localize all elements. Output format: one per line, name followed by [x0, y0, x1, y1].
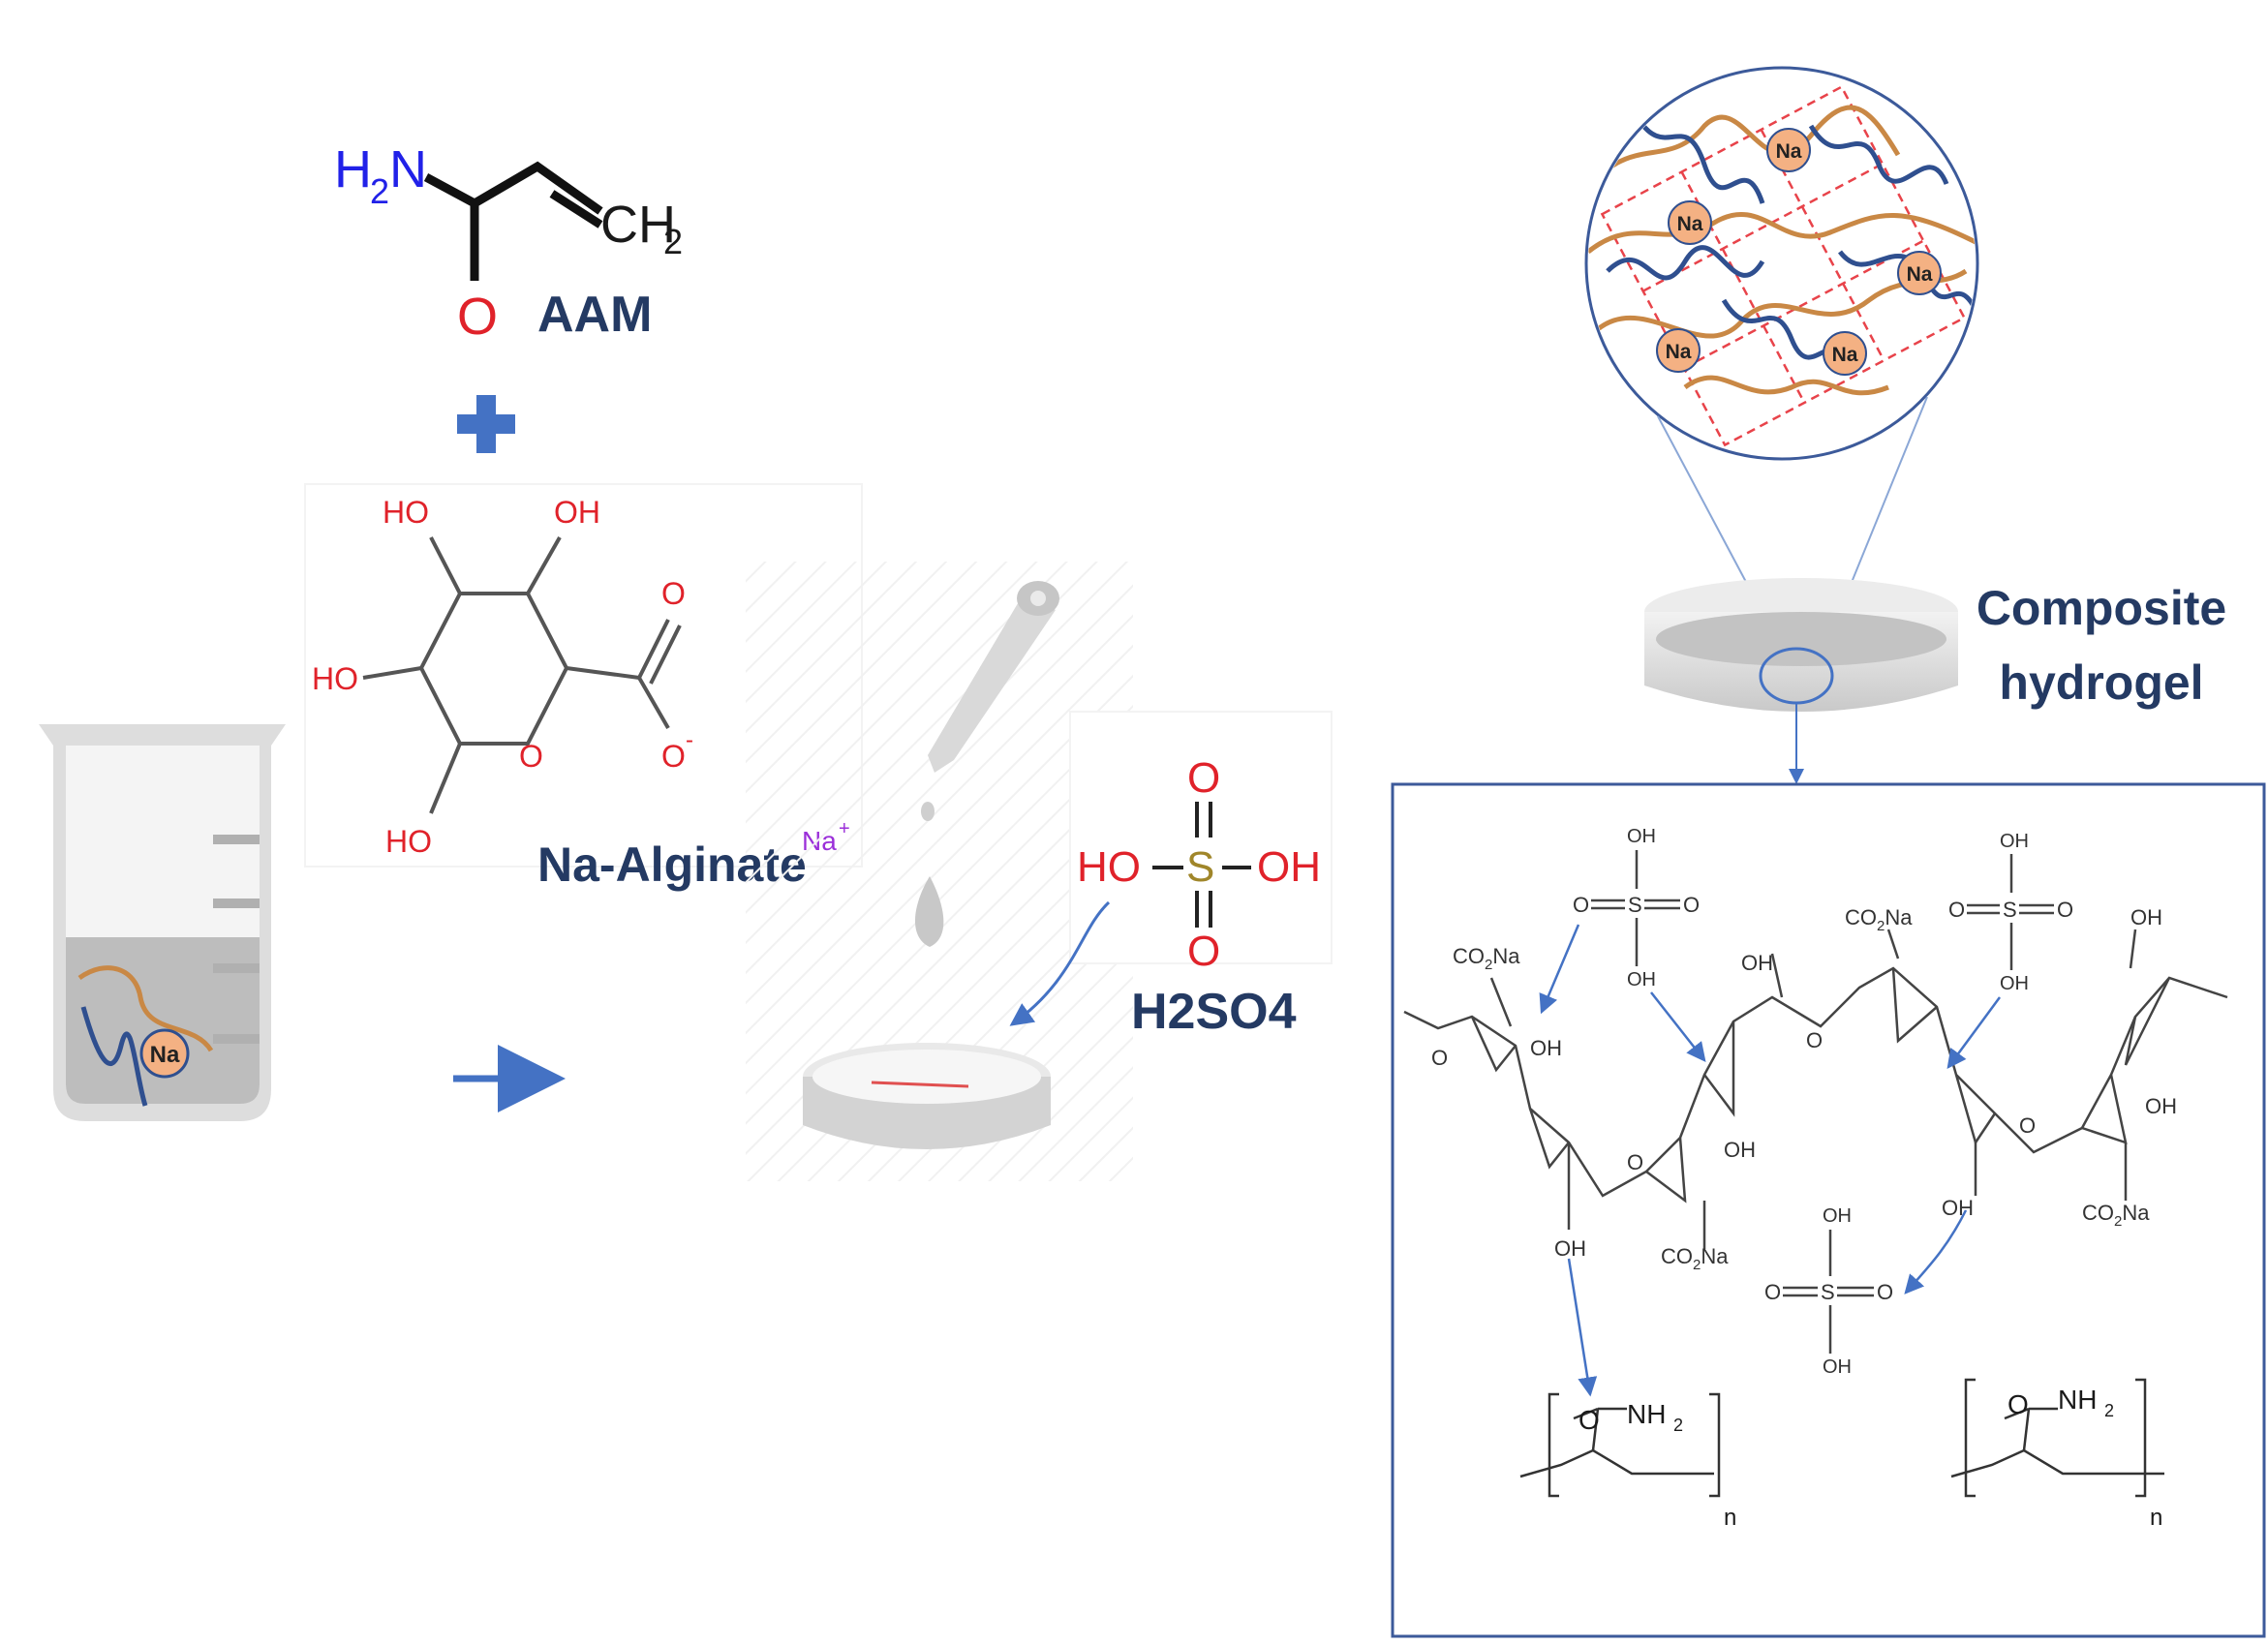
network-na-3: Na	[1907, 263, 1933, 286]
network-na-4: Na	[1666, 341, 1692, 363]
h2so4-oh: OH	[1257, 843, 1321, 891]
aam-label: AAM	[537, 287, 652, 343]
svg-text:OH: OH	[1823, 1356, 1852, 1378]
composite-label-line2: hydrogel	[1999, 655, 2203, 710]
polyacrylamide-unit-2: O NH 2 n	[1950, 1378, 2164, 1531]
co2na-4: CO2Na	[2082, 1201, 2150, 1230]
alg-minus: -	[686, 727, 693, 753]
sulfuric-acid-structure: HO S OH O O H2SO4	[1009, 711, 1333, 1040]
carbonyl-oxygen: O	[457, 288, 498, 346]
polyacrylamide-unit-1: O NH 2 n	[1519, 1392, 1736, 1531]
svg-text:NH: NH	[1627, 1399, 1666, 1429]
h2so4-ho: HO	[1077, 843, 1141, 891]
plus-icon	[457, 395, 515, 453]
network-na-2: Na	[1677, 213, 1703, 235]
alg-carboxyl-ominus: O	[661, 739, 686, 774]
oh-4: OH	[1724, 1138, 1756, 1162]
petri-dish-icon	[803, 1043, 1051, 1149]
co2na-1: CO2Na	[1453, 944, 1520, 973]
beaker-icon: Na	[39, 724, 286, 1121]
oh-1: OH	[1530, 1036, 1562, 1060]
network-na-1: Na	[1776, 140, 1802, 163]
svg-text:S: S	[1628, 893, 1642, 917]
svg-text:OH: OH	[1627, 969, 1656, 990]
sulfate-group-1: OH O S O OH	[1573, 826, 1700, 990]
beaker-na-ion: Na	[150, 1042, 180, 1068]
composite-label-line1: Composite	[1977, 581, 2226, 635]
alg-ho-3: HO	[385, 824, 432, 859]
ring-o-1: O	[1431, 1046, 1448, 1070]
oh-6: OH	[2130, 905, 2162, 929]
ch2-sub: 2	[663, 222, 683, 261]
alg-oh-1: OH	[554, 495, 600, 530]
amine-n: N	[389, 140, 427, 198]
svg-text:O: O	[1877, 1280, 1893, 1304]
acrylamide-structure: H 2 N CH 2 O AAM	[334, 140, 683, 346]
svg-text:n: n	[1724, 1505, 1736, 1531]
svg-text:S: S	[1821, 1280, 1835, 1304]
h2so4-sulfur: S	[1186, 843, 1214, 891]
svg-text:n: n	[2150, 1505, 2162, 1531]
h2so4-label: H2SO4	[1131, 984, 1297, 1040]
svg-text:2: 2	[1673, 1416, 1683, 1435]
oh-3: OH	[1741, 951, 1773, 975]
svg-text:OH: OH	[2000, 831, 2029, 852]
co2na-3: CO2Na	[1661, 1244, 1729, 1273]
dropper-icon	[914, 581, 1059, 947]
co2na-2: CO2Na	[1845, 905, 1913, 934]
svg-text:O: O	[1573, 893, 1589, 917]
oh-2: OH	[1554, 1236, 1586, 1261]
sulfate-group-3: OH O S O OH	[1764, 1205, 1893, 1378]
svg-text:O: O	[1948, 898, 1965, 922]
svg-text:O: O	[2057, 898, 2073, 922]
ring-o-4: O	[2019, 1113, 2036, 1138]
product-petri-dish-icon	[1644, 578, 1958, 784]
network-na-5: Na	[1832, 344, 1858, 366]
structure-panel: CO2Na CO2Na CO2Na CO2Na OH OH OH OH OH O…	[1391, 782, 2266, 1638]
svg-text:S: S	[2003, 898, 2017, 922]
dropper-group	[746, 562, 1133, 1181]
svg-text:2: 2	[2104, 1401, 2114, 1420]
network-na-ions: Na Na Na Na Na	[1656, 128, 1942, 376]
alg-carboxyl-o: O	[661, 576, 686, 611]
ch2-label: CH	[600, 196, 676, 254]
oh-5: OH	[1942, 1196, 1974, 1220]
svg-text:O: O	[1683, 893, 1700, 917]
sulfate-group-2: OH O S O OH	[1948, 831, 2073, 994]
amine-sub: 2	[370, 171, 389, 211]
ring-o-3: O	[1806, 1028, 1823, 1052]
alg-ho-1: HO	[383, 495, 429, 530]
svg-text:O: O	[1764, 1280, 1781, 1304]
h2so4-o-top: O	[1187, 754, 1220, 802]
svg-text:OH: OH	[1627, 826, 1656, 847]
svg-text:NH: NH	[2058, 1385, 2097, 1415]
svg-text:OH: OH	[2000, 973, 2029, 994]
alg-ho-2: HO	[312, 661, 358, 696]
h2so4-o-bottom: O	[1187, 928, 1220, 975]
magnifier-circle-icon: Na Na Na Na Na	[1584, 66, 1979, 660]
oh-7: OH	[2145, 1094, 2177, 1118]
svg-text:O: O	[1578, 1405, 1600, 1435]
ring-o-2: O	[1627, 1150, 1643, 1174]
alg-ring-oxygen: O	[519, 739, 543, 774]
svg-text:O: O	[2007, 1389, 2029, 1419]
amine-h: H	[334, 140, 372, 198]
svg-text:OH: OH	[1823, 1205, 1852, 1227]
